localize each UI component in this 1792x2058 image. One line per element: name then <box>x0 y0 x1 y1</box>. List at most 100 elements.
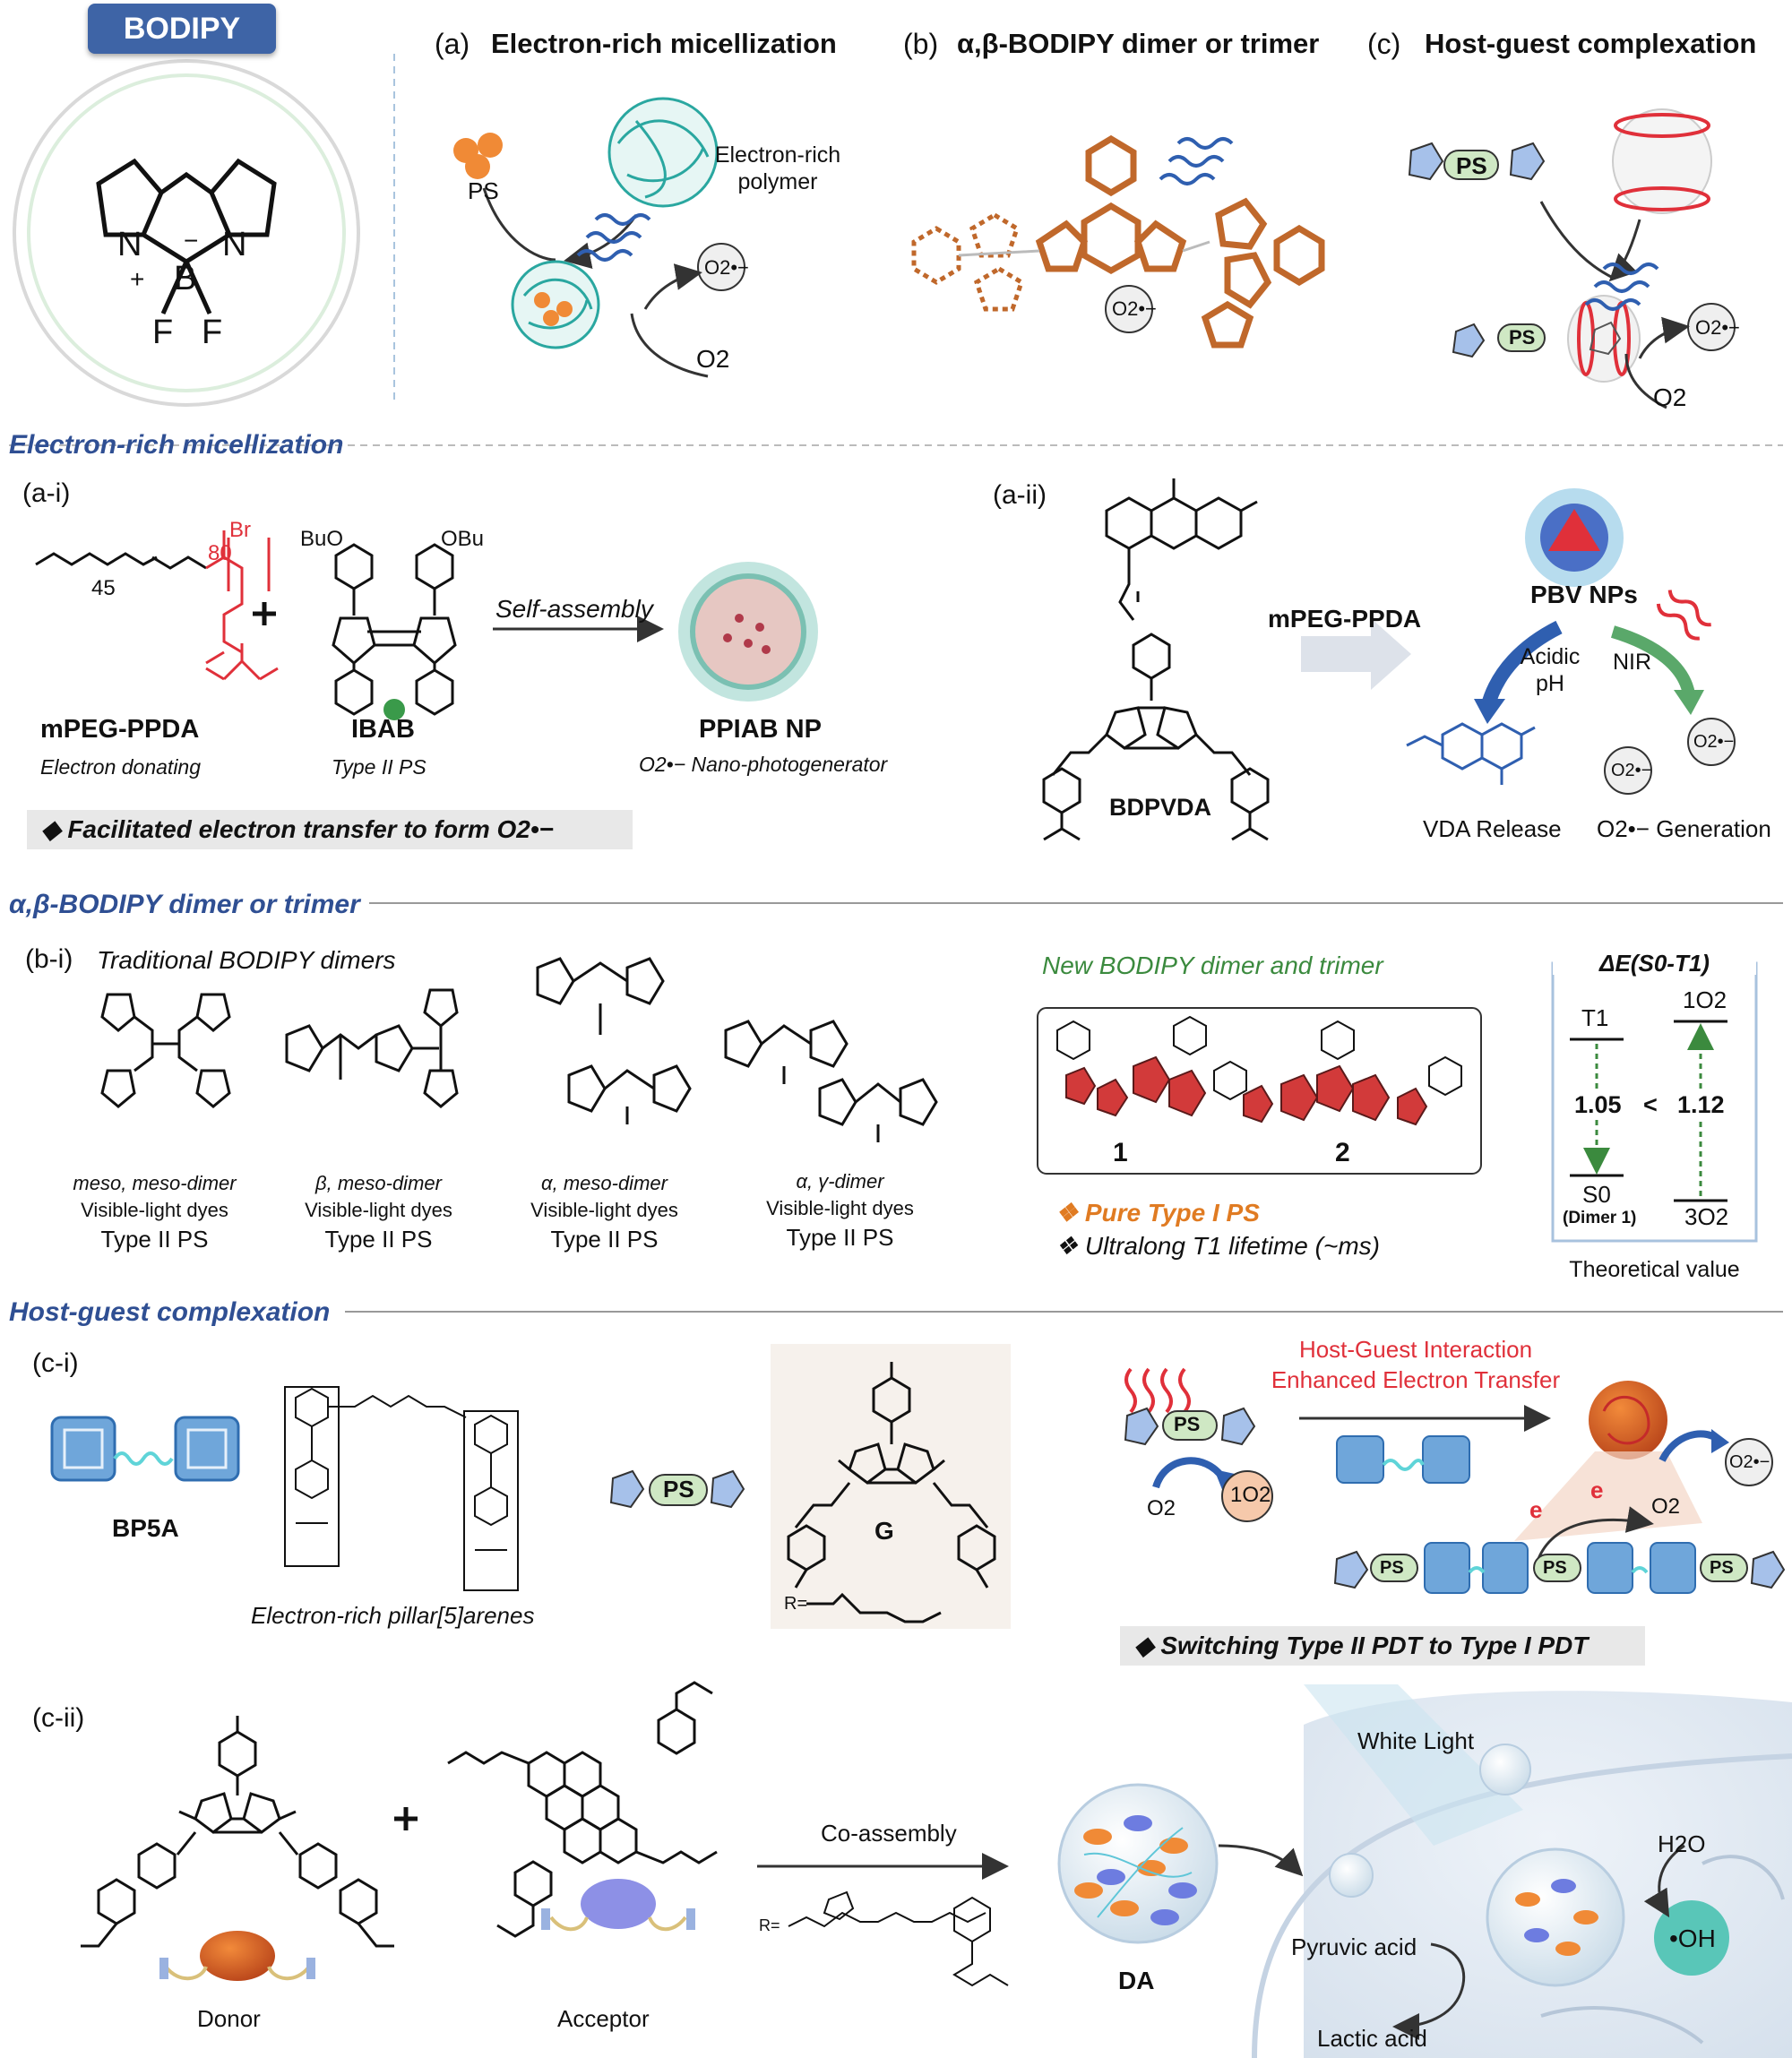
chain-ps-2: PS <box>1543 1558 1567 1578</box>
facilitated-note: ◆ Facilitated electron transfer to form … <box>27 810 633 849</box>
pure-type-i-ps: ❖ Pure Type I PS <box>1055 1199 1260 1227</box>
vda-structure <box>1406 722 1536 785</box>
ibab-structure <box>332 543 457 716</box>
mpeg-subscript-45: 45 <box>91 576 116 600</box>
mpeg-sub-br: Br <box>229 518 251 542</box>
hg-singlet-o2: 1O2 <box>1230 1483 1271 1507</box>
donor-icon <box>159 1931 315 1981</box>
ps-guest-graphic <box>609 1469 745 1509</box>
panel-c-superoxide: O2•− <box>1695 316 1740 339</box>
panel-c-ps-2: PS <box>1509 326 1536 349</box>
energy-t1: T1 <box>1581 1004 1609 1031</box>
panel-a-graphic <box>453 97 745 378</box>
mpeg-ppda-structure <box>35 530 279 681</box>
energy-singlet-o2: 1O2 <box>1683 986 1727 1013</box>
dimer-2-ps: Type II PS <box>324 1226 433 1253</box>
g-structure <box>787 1362 996 1623</box>
bdpvda-structure <box>1042 478 1270 841</box>
nir-waves <box>1656 590 1711 641</box>
dimer-structures <box>100 957 938 1142</box>
panel-a-polymer: Electron-rich polymer <box>714 142 841 194</box>
ibab-sub-buo: BuO <box>300 527 344 551</box>
g-name: G <box>874 1517 894 1545</box>
bodipy-badge: BODIPY <box>88 4 276 54</box>
chain-ps-3: PS <box>1710 1558 1734 1578</box>
panel-a-oxygen: O2 <box>696 345 730 373</box>
ppiab-np-name: PPIAB NP <box>699 715 822 744</box>
superoxide-bubble-1 <box>1604 746 1652 795</box>
plus-sign <box>253 602 276 625</box>
bodipy-atom-f2: F <box>202 314 223 351</box>
mpeg-ppda-arrow <box>1301 618 1411 690</box>
hydroxyl-radical-label: •OH <box>1669 1925 1716 1952</box>
bodipy-charge-minus: − <box>184 227 199 254</box>
nir-label: NIR <box>1613 650 1652 675</box>
dimer-3-ps: Type II PS <box>550 1226 659 1253</box>
ps-guest-label: PS <box>663 1476 694 1503</box>
pbv-np-graphic <box>1525 488 1624 587</box>
panel-b-label: (b) <box>903 28 939 60</box>
panel-b-title: α,β-BODIPY dimer or trimer <box>957 28 1320 59</box>
electron-e-2: e <box>1590 1477 1604 1503</box>
panel-a-ps: PS <box>468 177 499 204</box>
superoxide-text-1: O2•− <box>1611 761 1652 780</box>
hg-superoxide: O2•− <box>1729 1452 1770 1472</box>
vda-release-label: VDA Release <box>1423 815 1562 842</box>
g-structure-panel <box>771 1344 1011 1629</box>
hg-ps-label: PS <box>1174 1413 1201 1435</box>
energy-value-2: 1.12 <box>1677 1091 1725 1118</box>
ci-label: (c-i) <box>32 1348 79 1378</box>
cii-r-label: R= <box>759 1916 780 1934</box>
ultralong-t1: ❖ Ultralong T1 lifetime (~ms) <box>1055 1232 1380 1260</box>
ibab-sub-obu: OBu <box>441 527 485 551</box>
cell-scene <box>1218 1684 1792 2058</box>
cii-label: (c-ii) <box>32 1703 85 1733</box>
bodipy-atom-n2: N <box>222 226 247 263</box>
section2-heading: α,β-BODIPY dimer or trimer <box>9 890 360 919</box>
ibab-green-dot <box>383 699 405 720</box>
hg-label-1: Host-Guest Interaction <box>1298 1336 1533 1363</box>
energy-diagram-box <box>1551 961 1758 1243</box>
r-group-structure <box>788 1890 1009 1987</box>
compound-2-label: 2 <box>1335 1138 1350 1167</box>
panel-a-title: Electron-rich micellization <box>491 28 837 59</box>
nir-arrow <box>1610 625 1695 696</box>
dimer-1-name: meso, meso-dimer <box>73 1172 237 1194</box>
acidic-arrow <box>1480 620 1563 710</box>
mpeg-ppda-subtitle: Electron donating <box>40 755 202 779</box>
bodipy-atom-n1: N <box>117 226 142 263</box>
ibab-name: IBAB <box>351 715 415 744</box>
da-nanoparticle <box>1057 1783 1219 1944</box>
bodipy-core-structure <box>13 59 360 407</box>
dimer-4-name: α, γ-dimer <box>796 1170 884 1193</box>
electron-e-1: e <box>1529 1496 1543 1523</box>
chain-ps-1: PS <box>1380 1558 1404 1578</box>
energy-value-1: 1.05 <box>1574 1091 1622 1118</box>
dimer-4-dyes: Visible-light dyes <box>766 1197 914 1219</box>
energy-s0: S0 <box>1582 1181 1611 1208</box>
section3-heading: Host-guest complexation <box>9 1297 331 1327</box>
compound-1-label: 1 <box>1113 1138 1128 1167</box>
bodipy-charge-plus: + <box>130 265 145 293</box>
donor-label: Donor <box>197 2005 261 2032</box>
hg-o2-label-1: O2 <box>1147 1496 1176 1520</box>
self-assembly-label: Self-assembly <box>495 595 653 623</box>
hg-label-2: Enhanced Electron Transfer <box>1271 1366 1561 1393</box>
bodipy-atom-f1: F <box>152 314 174 351</box>
panel-c-ps-1: PS <box>1456 152 1487 179</box>
panel-c-oxygen: O2 <box>1653 383 1687 411</box>
acidic-ph-label: Acidic pH <box>1520 644 1581 696</box>
theoretical-value: Theoretical value <box>1569 1257 1740 1282</box>
section1-heading: Electron-rich micellization <box>9 430 344 460</box>
panel-a-superoxide: O2•− <box>704 256 749 279</box>
acceptor-icon <box>541 1879 695 1932</box>
pbv-nps-name: PBV NPs <box>1530 581 1638 608</box>
dimer-1-dyes: Visible-light dyes <box>81 1199 228 1221</box>
bodipy-atom-b: B <box>174 260 197 297</box>
da-name: DA <box>1118 1967 1155 1994</box>
bi-label: (b-i) <box>25 944 73 974</box>
dimer-2-dyes: Visible-light dyes <box>305 1199 452 1221</box>
bi-title: Traditional BODIPY dimers <box>97 946 396 974</box>
